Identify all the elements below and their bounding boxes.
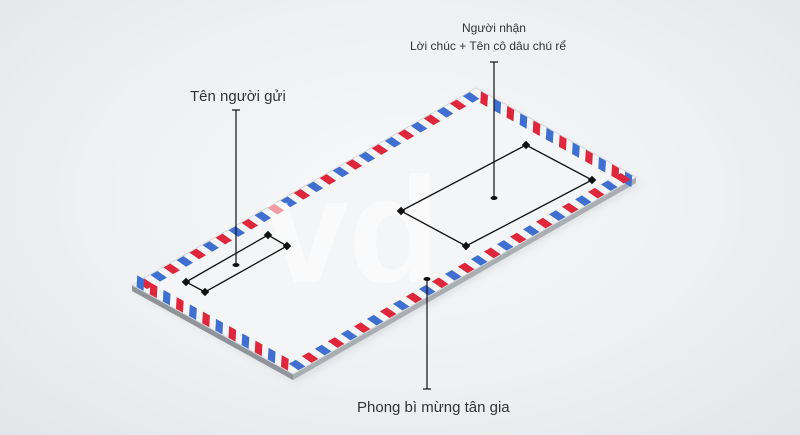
border-stripe	[267, 347, 276, 364]
border-stripe	[532, 120, 541, 137]
envelope-face	[130, 87, 638, 375]
border-stripe	[163, 263, 180, 275]
border-stripe	[423, 114, 441, 126]
airmail-border	[136, 91, 633, 371]
border-stripe	[588, 187, 605, 199]
border-stripe	[522, 225, 540, 236]
border-stripe	[202, 241, 220, 252]
border-stripe	[545, 127, 554, 144]
sender-anchor	[232, 263, 240, 267]
border-stripe	[162, 289, 171, 306]
border-stripe	[241, 333, 250, 349]
border-stripe	[288, 359, 306, 371]
recipient-detail-label: Lời chúc + Tên cô dâu chú rể	[410, 39, 567, 53]
border-stripe	[614, 172, 631, 184]
border-stripe	[444, 270, 462, 281]
border-stripe	[301, 352, 319, 363]
border-stripe	[306, 181, 324, 193]
leader-anchors	[232, 196, 498, 281]
border-stripe	[519, 113, 528, 129]
border-stripe	[175, 297, 184, 313]
border-stripe	[149, 282, 158, 299]
border-stripe	[340, 329, 358, 341]
border-stripe	[575, 195, 592, 206]
border-stripe	[431, 277, 449, 289]
border-stripe	[436, 107, 454, 118]
border-stripe	[189, 304, 197, 320]
envelope-label: Phong bì mừng tân gia	[357, 399, 510, 416]
border-stripe	[254, 211, 272, 222]
border-stripe	[562, 202, 579, 214]
sender-label: Tên người gửi	[190, 88, 286, 105]
border-stripe	[189, 248, 207, 260]
border-stripe	[136, 275, 145, 291]
border-stripe	[470, 255, 488, 266]
envelope-edge-right	[293, 177, 636, 380]
border-stripe	[241, 218, 259, 230]
border-stripe	[449, 99, 467, 111]
border-stripe	[314, 344, 332, 356]
border-stripe	[462, 92, 480, 103]
border-stripe	[506, 105, 515, 122]
border-stripe	[267, 203, 285, 215]
border-stripe	[358, 151, 376, 163]
border-stripe	[496, 240, 514, 251]
border-stripe	[150, 271, 167, 282]
border-stripe	[215, 233, 233, 245]
border-stripe	[598, 156, 606, 173]
border-stripe	[371, 144, 389, 155]
recipient-label: Người nhận	[462, 21, 526, 35]
border-stripe	[280, 196, 298, 208]
border-stripe	[493, 98, 502, 115]
border-stripe	[254, 340, 263, 357]
border-stripe	[585, 149, 593, 166]
border-stripe	[319, 174, 337, 185]
envelope-anchor	[423, 277, 431, 281]
border-stripe	[483, 247, 501, 259]
border-stripe	[345, 159, 363, 170]
border-stripe	[353, 322, 371, 333]
border-stripe	[384, 136, 402, 148]
border-stripe	[327, 337, 345, 348]
border-stripe	[332, 166, 350, 178]
envelope-edge-left	[132, 285, 293, 380]
border-stripe	[410, 121, 428, 133]
leader-lines	[232, 61, 498, 390]
border-stripe	[392, 299, 410, 311]
border-stripe	[379, 307, 397, 319]
watermark-logo: vd	[265, 146, 440, 314]
border-stripe	[601, 180, 618, 192]
border-stripe	[572, 142, 580, 158]
border-stripe	[202, 311, 210, 328]
border-stripe	[293, 189, 311, 200]
sender-box-corners	[181, 230, 292, 297]
border-stripe	[176, 256, 194, 267]
border-stripe	[215, 318, 224, 335]
border-stripe	[405, 292, 423, 304]
border-stripe	[228, 226, 246, 237]
border-stripe	[480, 91, 488, 107]
recipient-anchor	[490, 196, 498, 200]
border-stripe	[280, 355, 289, 371]
border-stripe	[536, 217, 553, 229]
border-stripe	[549, 210, 566, 221]
border-stripe	[228, 326, 237, 342]
border-stripe	[457, 262, 475, 274]
border-stripe	[366, 314, 384, 326]
border-stripe	[558, 135, 567, 151]
border-stripe	[509, 232, 527, 244]
border-stripe	[397, 129, 415, 140]
